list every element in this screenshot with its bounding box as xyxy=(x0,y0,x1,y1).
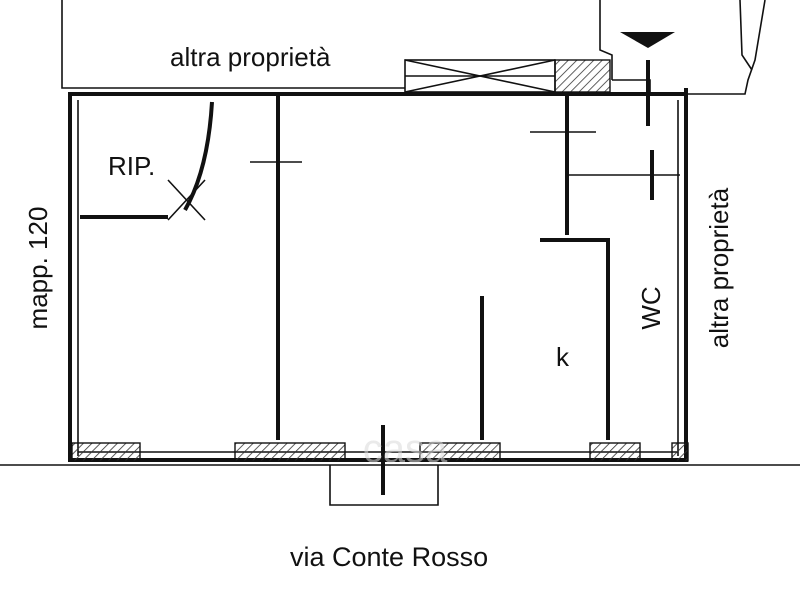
west-parcel-label: mapp. 120 xyxy=(23,207,53,330)
storage-room-label: RIP. xyxy=(108,151,155,181)
kitchen-label: k xyxy=(556,342,570,372)
watermark: casa xyxy=(363,427,448,471)
storage-closet xyxy=(80,101,214,221)
east-neighbor-label: altra proprietà xyxy=(704,187,734,348)
north-neighbor-label: altra proprietà xyxy=(170,42,331,72)
neighbor-building-north xyxy=(61,0,766,95)
street-wall-pillars xyxy=(71,442,689,462)
toilet-label: WC xyxy=(636,286,666,329)
street-label: via Conte Rosso xyxy=(290,542,488,572)
interior-walls xyxy=(250,60,680,440)
entrance-step xyxy=(329,425,439,506)
north-wall-opening xyxy=(404,59,611,93)
outer-walls xyxy=(68,88,688,462)
north-arrow-icon xyxy=(620,32,675,48)
